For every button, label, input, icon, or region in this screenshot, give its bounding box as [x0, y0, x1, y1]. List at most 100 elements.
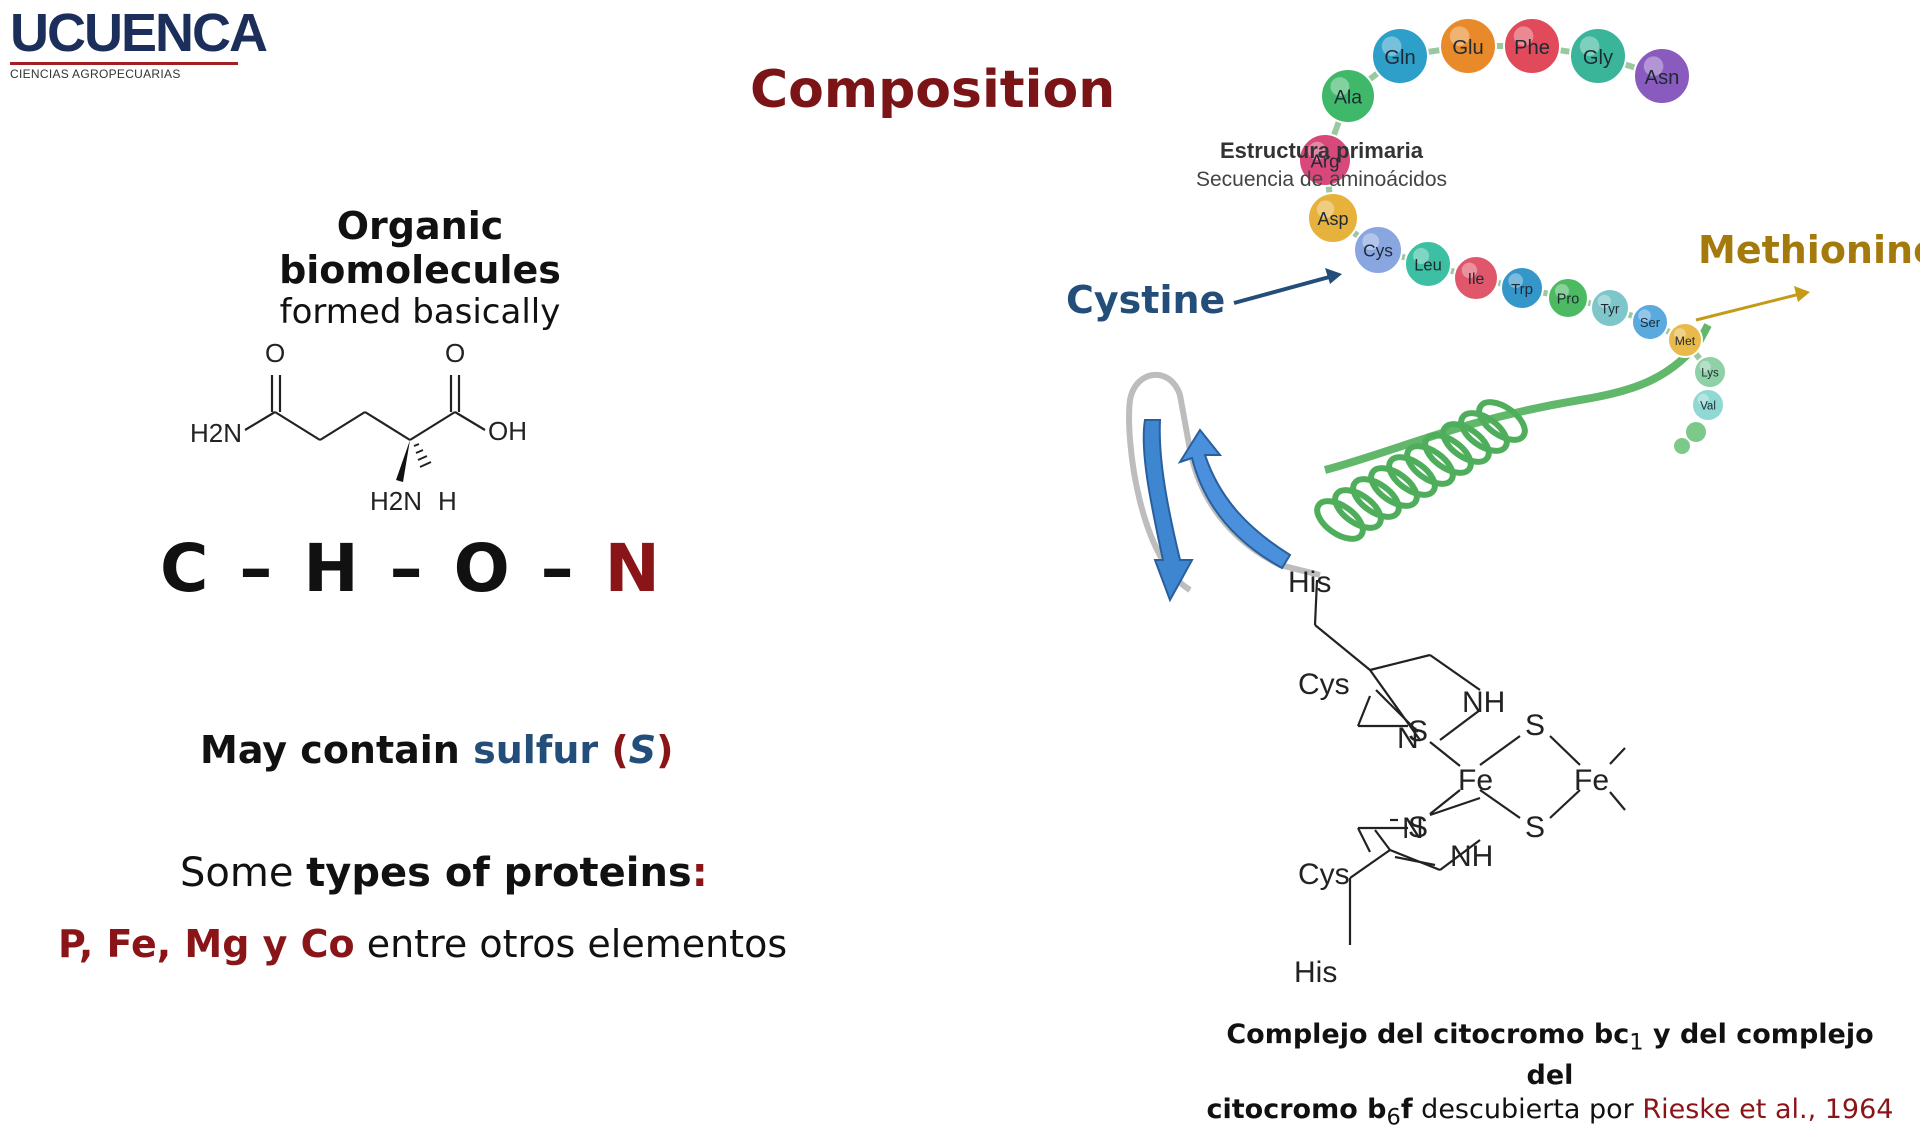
- sulfur-word: sulfur: [473, 728, 599, 772]
- bond-line: [1349, 849, 1391, 879]
- logo-subtitle: CIENCIAS AGROPECUARIAS: [10, 67, 181, 81]
- sulfur-statement: May contain sulfur (S): [200, 728, 673, 772]
- primary-structure-subheading: Secuencia de aminoácidos: [1196, 168, 1447, 191]
- cystine-arrow: [1233, 268, 1342, 305]
- his-bottom-label: His: [1294, 956, 1337, 989]
- amino-acid-bead-gln: Gln: [1371, 27, 1429, 85]
- amino-acid-label: Arg: [1310, 150, 1339, 171]
- sulfur-bridge-top: S: [1525, 709, 1545, 742]
- helix-coil: [1314, 498, 1366, 542]
- amino-acid-bead-pro: Pro: [1547, 277, 1589, 319]
- helix-coil: [1458, 410, 1510, 454]
- amino-acid-label: Tyr: [1601, 301, 1620, 316]
- amino-acid-bead-met: Met: [1667, 322, 1703, 358]
- glutamine-structure: O O H2N OH H2N H: [190, 338, 527, 516]
- figure-caption: Complejo del citocromo bc1 y del complej…: [1205, 1018, 1895, 1135]
- amino-acid-label: Ala: [1334, 87, 1362, 109]
- caption-bold-3: citocromo b: [1206, 1094, 1387, 1126]
- amino-acid-label: Leu: [1414, 255, 1442, 274]
- methionine-label: Methionine: [1698, 228, 1920, 272]
- beta-sheet: [1126, 372, 1321, 603]
- amino-acid-bead-gly: Gly: [1569, 27, 1627, 85]
- n-top-label: N: [1397, 722, 1419, 755]
- helix-bead: [1674, 438, 1690, 454]
- amino-acid-label: Trp: [1511, 281, 1533, 298]
- bond-line: [1374, 829, 1391, 851]
- amino-acid-label: Ile: [1468, 271, 1485, 288]
- elements-rest: entre otros elementos: [354, 922, 788, 966]
- amino-acid-bead-phe: Phe: [1503, 17, 1561, 75]
- amino-acid-label: Glu: [1452, 37, 1483, 59]
- amino-acid-bead-trp: Trp: [1500, 266, 1544, 310]
- glutamine-hydrogen: H: [438, 486, 457, 516]
- iron-sulfur-cluster-structure: His His NH N N NH: [1288, 566, 1505, 989]
- university-logo: UCUENCA CIENCIAS AGROPECUARIAS: [10, 6, 268, 86]
- protein-types-heading: Some types of proteins:: [180, 850, 708, 896]
- amino-acid-bead-ser: Ser: [1631, 303, 1669, 341]
- helix-coil: [1386, 454, 1438, 498]
- amino-acid-label: Cys: [1363, 241, 1393, 261]
- amino-acid-label: Ser: [1640, 315, 1661, 330]
- cystine-label: Cystine: [1066, 278, 1226, 322]
- amino-acid-bead-tyr: Tyr: [1590, 288, 1630, 328]
- cys-bottom-label: Cys: [1298, 858, 1350, 891]
- organic-heading: Organic biomolecules formed basically: [210, 204, 630, 332]
- helix-coil: [1476, 399, 1528, 443]
- caption-sub-2: 6: [1386, 1104, 1401, 1131]
- chon-letters: C – H – O –: [160, 530, 605, 607]
- organic-line-2: formed basically: [279, 292, 561, 332]
- nh-top-label: NH: [1462, 686, 1505, 719]
- amino-acid-bead-ala: Ala: [1320, 68, 1376, 124]
- iron-right: Fe: [1574, 764, 1609, 797]
- nh-bottom-label: NH: [1450, 840, 1493, 873]
- caption-plain: descubierta por: [1412, 1094, 1643, 1126]
- caption-sub-1: 1: [1629, 1029, 1644, 1056]
- iron-left: Fe: [1458, 764, 1493, 797]
- amino-acid-label: Met: [1675, 334, 1696, 348]
- n-bottom-label: N: [1402, 812, 1424, 845]
- organic-line-1: Organic biomolecules: [279, 204, 561, 292]
- glutamine-oxygen-2: O: [445, 338, 465, 368]
- proteins-bold: types of proteins: [306, 850, 692, 896]
- sulfur-symbol: S: [628, 728, 657, 772]
- elements-list: P, Fe, Mg y Co: [58, 922, 355, 966]
- amino-acid-bead-val: Val: [1691, 388, 1725, 422]
- caption-bold-4: f: [1400, 1094, 1413, 1126]
- bond-line: [1439, 839, 1481, 871]
- helix-coil: [1422, 432, 1474, 476]
- caption-bold-1: Complejo del citocromo bc: [1226, 1019, 1630, 1050]
- amino-acid-bead-ile: Ile: [1453, 255, 1499, 301]
- glutamine-amide-group: H2N: [190, 418, 242, 448]
- amino-acid-bead-glu: Glu: [1439, 17, 1497, 75]
- logo-underline: [10, 62, 238, 65]
- amino-acid-bead-asp: Asp: [1307, 192, 1359, 244]
- amino-acid-bead-cys: Cys: [1353, 225, 1403, 275]
- amino-acid-bead-lys: Lys: [1693, 355, 1727, 389]
- caption-line-1: Complejo del citocromo bc1 y del complej…: [1205, 1018, 1895, 1093]
- glutamine-amine-group: H2N: [370, 486, 422, 516]
- amino-acid-label: Lys: [1701, 367, 1719, 379]
- amino-acid-bead-asn: Asn: [1633, 47, 1691, 105]
- helix-coil: [1404, 443, 1456, 487]
- helix-coil: [1350, 476, 1402, 520]
- glutamine-oxygen-1: O: [265, 338, 285, 368]
- amino-acid-bead-leu: Leu: [1404, 240, 1452, 288]
- amino-acid-label: Asp: [1317, 209, 1348, 229]
- his-top-label: His: [1288, 566, 1331, 599]
- sulfur-bridge-bottom: S: [1525, 811, 1545, 844]
- helix-coil: [1332, 487, 1384, 531]
- methionine-arrow: [1695, 286, 1810, 322]
- alpha-helix: [1314, 323, 1712, 542]
- helix-bead: [1686, 422, 1706, 442]
- sulfur-left-bottom: S: [1408, 811, 1428, 844]
- helix-coil: [1440, 421, 1492, 465]
- amino-acid-label: Asn: [1645, 67, 1680, 89]
- iron-sulfur-core: Cys Cys S S S S Fe Fe: [1298, 668, 1626, 891]
- bond-line: [1394, 855, 1436, 867]
- sulfur-left-top: S: [1408, 715, 1428, 748]
- sulfur-paren-open: (: [611, 728, 629, 772]
- amino-acid-label: Gln: [1384, 47, 1415, 69]
- amino-acid-label: Gly: [1583, 47, 1614, 69]
